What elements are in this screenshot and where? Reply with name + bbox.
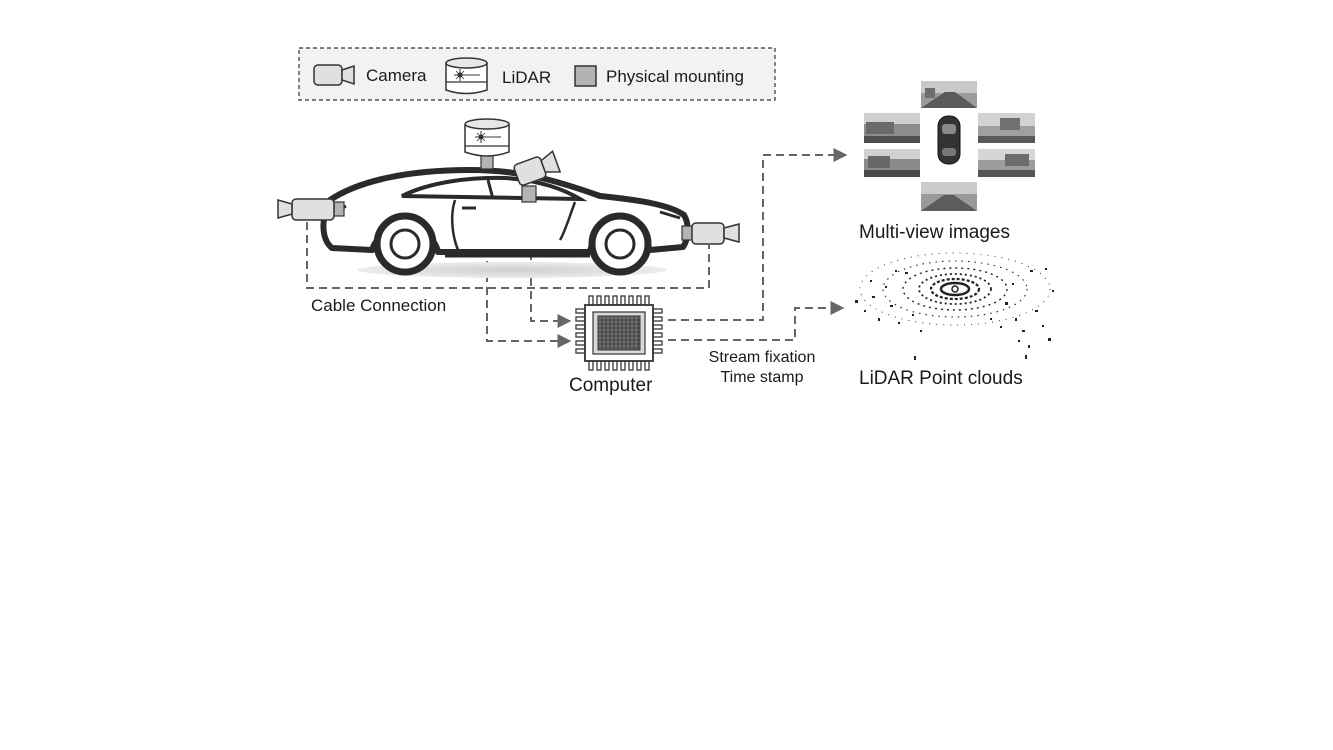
lidar-point-clouds-label: LiDAR Point clouds — [859, 368, 1023, 389]
time-stamp-label: Time stamp — [721, 369, 804, 386]
back-view-image — [921, 182, 977, 211]
roof-lidar-icon — [465, 119, 509, 169]
computer-label: Computer — [569, 375, 653, 396]
front-camera-icon — [682, 223, 739, 244]
mounting-swatch-icon — [575, 66, 596, 86]
back-right-view-image — [978, 149, 1035, 177]
cable-connection-label: Cable Connection — [311, 296, 446, 315]
front-wheel — [592, 216, 648, 272]
multi-view-images-label: Multi-view images — [859, 222, 1010, 243]
car-illustration — [323, 170, 687, 278]
computer-to-pointcloud-line — [668, 308, 843, 340]
back-left-view-image — [864, 149, 920, 177]
legend-camera-label: Camera — [366, 66, 427, 85]
lidar-point-cloud-panel — [855, 253, 1054, 360]
legend: Camera LiDAR Physical mounting — [299, 48, 775, 100]
rear-camera-icon — [278, 199, 344, 220]
camera-icon — [314, 65, 354, 85]
legend-lidar-label: LiDAR — [502, 68, 551, 87]
legend-mounting-label: Physical mounting — [606, 67, 744, 86]
rear-wheel — [377, 216, 433, 272]
stream-fixation-label: Stream fixation — [709, 349, 816, 366]
front-left-view-image — [864, 113, 920, 143]
front-right-view-image — [978, 113, 1035, 143]
multi-view-images-panel — [864, 81, 1035, 211]
front-view-image — [921, 81, 977, 108]
lidar-icon — [446, 58, 487, 94]
computer-chip-icon — [576, 296, 662, 370]
top-down-car-icon — [938, 116, 960, 164]
